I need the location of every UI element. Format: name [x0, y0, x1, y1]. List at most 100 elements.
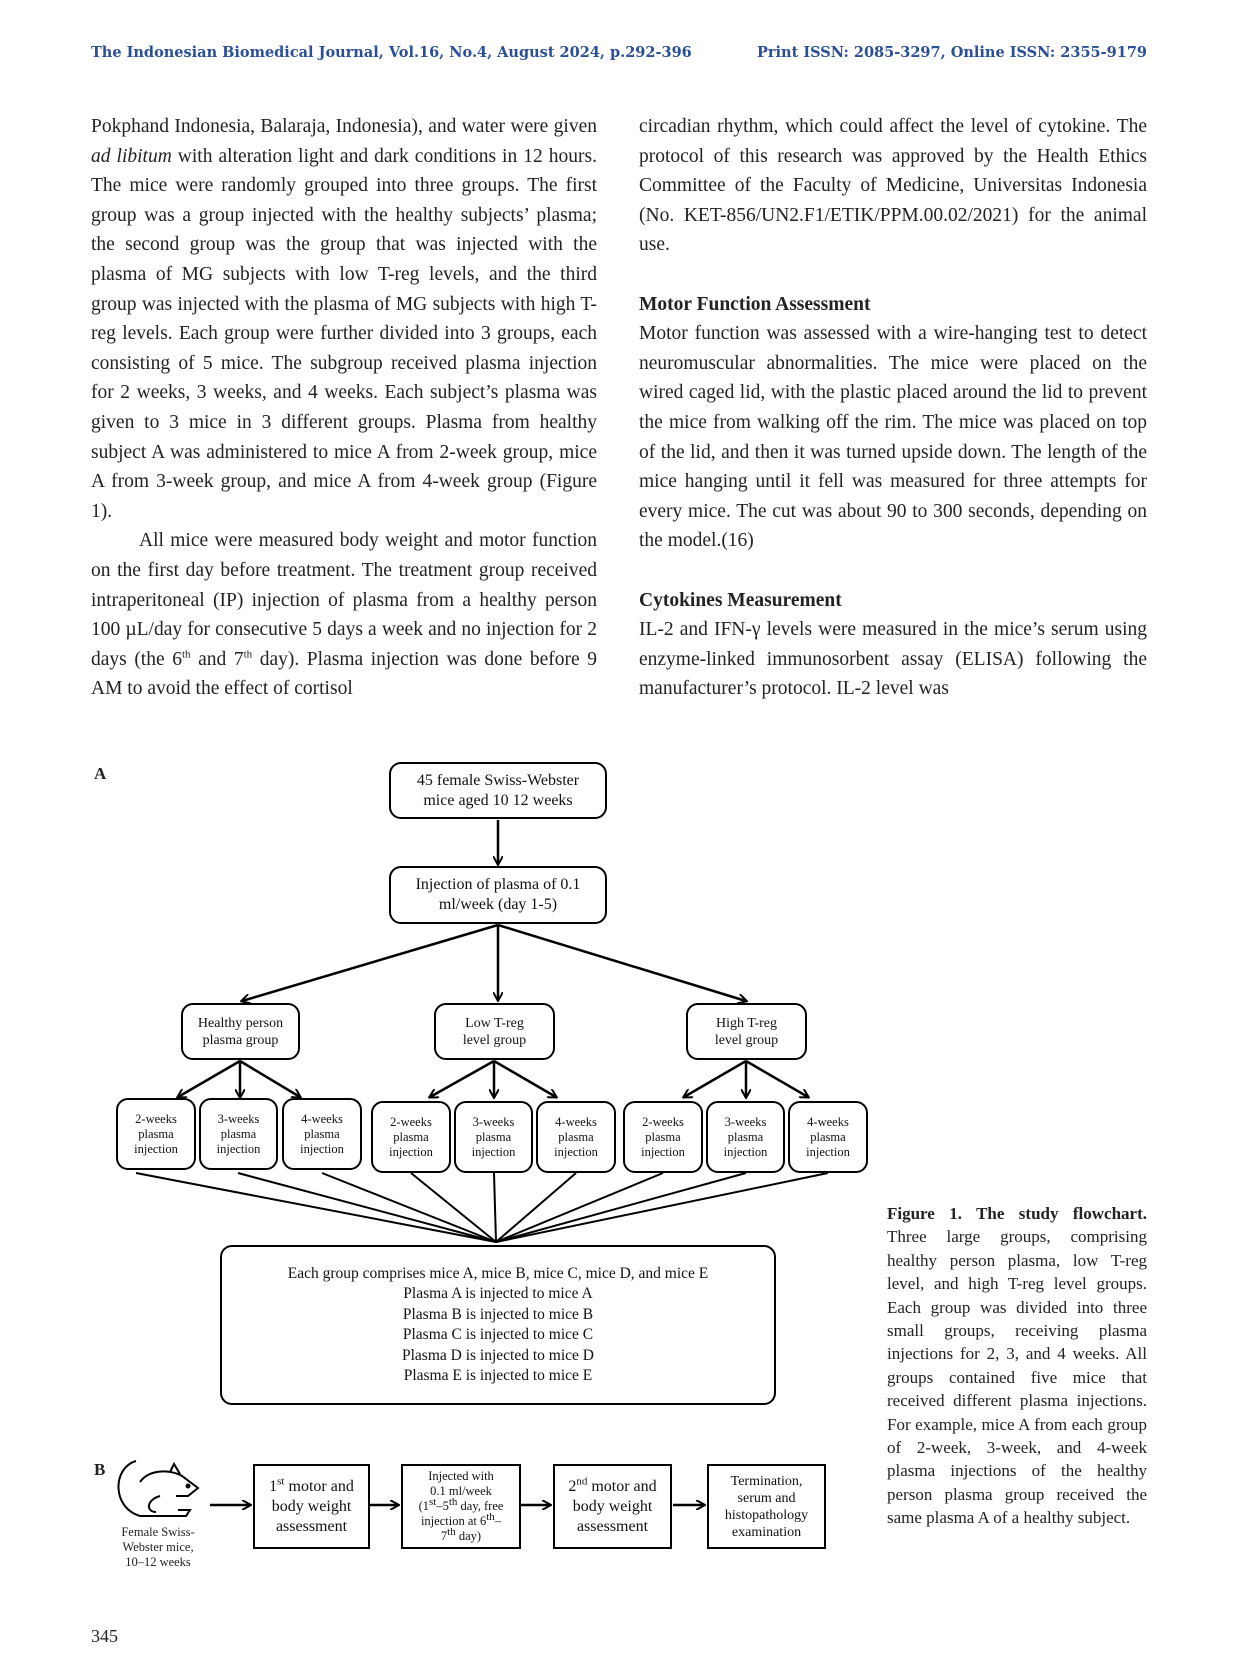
box-line: body weight — [271, 1497, 352, 1515]
box-line: Plasma A is injected to mice A — [403, 1285, 593, 1302]
box-line: Plasma E is injected to mice E — [403, 1367, 593, 1384]
issn-header: Print ISSN: 2085-3297, Online ISSN: 2355… — [757, 44, 1147, 61]
mice-assignment-box: Each group comprises mice A, mice B, mic… — [220, 1245, 776, 1405]
box-line: body weight — [572, 1497, 653, 1515]
paragraph: IL-2 and IFN-γ levels were measured in t… — [639, 619, 1147, 700]
box-line: level group — [714, 1032, 779, 1048]
box-line: Plasma C is injected to mice C — [402, 1326, 594, 1343]
text: Pokphand Indonesia, Balaraja, Indonesia)… — [91, 116, 597, 137]
box-line: 2-weeks — [135, 1111, 177, 1126]
section-heading: Cytokines Measurement — [639, 589, 842, 611]
box-line: 0.1 ml/week — [430, 1484, 492, 1498]
box-line: injection at 6th– — [420, 1510, 502, 1528]
caption-line: Webster mice, — [122, 1540, 194, 1554]
box-line: injection — [300, 1141, 344, 1156]
right-column: circadian rhythm, which could affect the… — [639, 112, 1147, 704]
text: day). Plasma injection was done before 9… — [91, 648, 597, 700]
box-line: plasma — [810, 1129, 846, 1144]
box-line: 3-weeks — [217, 1111, 260, 1126]
box-line: Each group comprises mice A, mice B, mic… — [287, 1264, 709, 1282]
box-line: injection — [641, 1144, 685, 1159]
box-line: (1st–5th day, free — [418, 1495, 504, 1513]
box-line: 4-weeks — [807, 1114, 849, 1129]
mouse-caption: Female Swiss- Webster mice, 10–12 weeks — [106, 1525, 210, 1570]
box-line: Plasma B is injected to mice B — [402, 1305, 594, 1323]
box-line: injection — [134, 1141, 178, 1156]
box-line: injection — [216, 1141, 261, 1156]
text: and 7 — [190, 648, 244, 670]
box-line: Healthy person — [197, 1015, 284, 1031]
box-line: assessment — [275, 1517, 348, 1535]
box-line: examination — [731, 1524, 802, 1540]
box-line: histopathology — [724, 1507, 809, 1523]
box-line: 3-weeks — [724, 1114, 767, 1129]
journal-header: The Indonesian Biomedical Journal, Vol.1… — [91, 44, 692, 61]
second-assessment-box: 2nd motor and body weight assessment — [553, 1464, 672, 1549]
text: All mice were measured body weight and m… — [91, 530, 597, 670]
box-line: serum and — [737, 1490, 796, 1506]
box-line: 4-weeks — [555, 1114, 597, 1129]
first-assessment-box: 1st motor and body weight assessment — [253, 1464, 370, 1549]
box-line: mice aged 10 12 weeks — [423, 791, 573, 809]
injection-schedule-box: Injected with 0.1 ml/week (1st–5th day, … — [401, 1464, 521, 1549]
box-line: plasma group — [202, 1032, 279, 1048]
box-line: Injection of plasma of 0.1 — [415, 876, 581, 893]
box-line: plasma — [304, 1126, 340, 1141]
study-population-box: 45 female Swiss-Webster mice aged 10 12 … — [389, 762, 607, 819]
box-line: plasma — [393, 1129, 429, 1144]
superscript: th — [181, 648, 191, 661]
box-line: 4-weeks — [301, 1111, 343, 1126]
caption-line: Female Swiss- — [121, 1525, 195, 1539]
box-line: 7th day) — [440, 1525, 482, 1543]
caption-line: 10–12 weeks — [125, 1555, 191, 1569]
box-line: plasma — [220, 1126, 257, 1141]
box-line: 3-weeks — [472, 1114, 515, 1129]
section-heading: Motor Function Assessment — [639, 293, 871, 315]
box-line: plasma — [475, 1129, 512, 1144]
box-line: Termination, — [730, 1473, 803, 1489]
page-number: 345 — [91, 1626, 118, 1646]
box-line: Plasma D is injected to mice D — [402, 1346, 594, 1364]
box-line: plasma — [558, 1129, 594, 1144]
box-line: plasma — [138, 1126, 174, 1141]
left-column: Pokphand Indonesia, Balaraja, Indonesia)… — [91, 112, 597, 704]
paragraph: Motor function was assessed with a wire-… — [639, 323, 1147, 552]
box-line: Injected with — [428, 1469, 494, 1483]
box-line: injection — [806, 1144, 850, 1159]
paragraph: circadian rhythm, which could affect the… — [639, 116, 1147, 256]
caption-text: Three large groups, comprising healthy p… — [887, 1227, 1147, 1528]
box-line: plasma — [727, 1129, 764, 1144]
mouse-icon — [117, 1460, 200, 1517]
box-line: Low T-reg — [465, 1015, 524, 1031]
panel-label-b: B — [94, 1460, 106, 1479]
box-line: injection — [554, 1144, 598, 1159]
box-line: 45 female Swiss-Webster — [416, 771, 580, 789]
text: with alteration light and dark condition… — [91, 145, 597, 522]
paragraph: All mice were measured body weight and m… — [91, 526, 597, 704]
box-line: ml/week (day 1-5) — [438, 896, 558, 913]
box-line: 2-weeks — [390, 1114, 432, 1129]
termination-box: Termination, serum and histopathology ex… — [707, 1464, 826, 1549]
box-line: injection — [389, 1144, 433, 1159]
italic-text: ad libitum — [91, 145, 172, 167]
box-line: 2nd motor and — [568, 1475, 657, 1495]
caption-title: Figure 1. The study flowchart. — [887, 1204, 1147, 1223]
box-line: injection — [723, 1144, 768, 1159]
box-line: injection — [471, 1144, 516, 1159]
panel-label-a: A — [94, 764, 107, 783]
superscript: th — [243, 648, 253, 661]
figure-caption: Figure 1. The study flowchart. Three lar… — [887, 1202, 1147, 1530]
